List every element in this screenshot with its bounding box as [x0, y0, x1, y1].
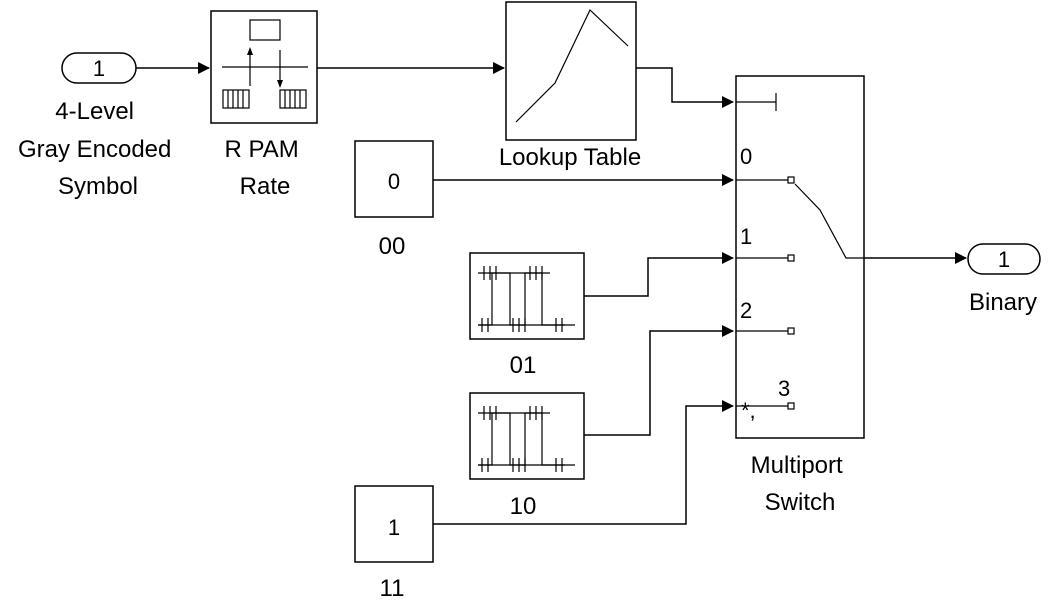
pulse-train-icon: [478, 406, 575, 472]
constant-00-label: 00: [379, 233, 406, 260]
lookup-block-shape: [505, 1, 637, 141]
rate-label: R PAM Rate: [225, 136, 306, 200]
lookup-table-block[interactable]: [505, 1, 637, 141]
inport-number: 1: [93, 56, 105, 81]
wire-lookup-to-switch-control: [636, 67, 734, 108]
constant-11-label: 11: [380, 575, 405, 600]
wire-01-to-switch-port-1: [584, 252, 734, 297]
constant-00-value: 0: [388, 169, 400, 194]
sequence-01-block[interactable]: [469, 252, 585, 340]
outport-number: 1: [998, 247, 1010, 272]
sequence-10-block[interactable]: [469, 392, 585, 480]
lookup-label: Lookup Table: [499, 144, 641, 171]
rate-label-line-2: Rate: [240, 173, 291, 200]
switch-port-label-1: 1: [740, 224, 752, 249]
switch-default-mark: *,: [741, 398, 756, 423]
rate-label-line-1: R PAM: [225, 136, 299, 163]
outport-shape: [967, 243, 1041, 275]
sequence-01-label: 01: [510, 352, 537, 379]
inport-label-line-3: Symbol: [58, 173, 138, 200]
sequence-10-label: 10: [510, 493, 537, 520]
rate-transition-block[interactable]: [210, 10, 318, 124]
switch-label-line-1: Multiport: [751, 452, 843, 479]
constant-11-block[interactable]: 1: [354, 485, 434, 563]
rate-block-icon: [222, 19, 308, 109]
switch-label-line-2: Switch: [765, 489, 836, 516]
sequence-10-shape: [469, 392, 585, 480]
lookup-curve-icon: [515, 8, 629, 123]
wire-10-to-switch-port-2: [584, 325, 734, 436]
switch-port-label-2: 2: [740, 298, 752, 323]
inport-block[interactable]: 1: [61, 52, 137, 84]
switch-label: Multiport Switch: [751, 452, 850, 516]
switch-port-label-0: 0: [740, 144, 752, 169]
wire-11-to-switch-port-3: [433, 400, 734, 525]
inport-label-line-1: 4-Level: [55, 98, 134, 125]
constant-00-block[interactable]: 0: [354, 140, 434, 218]
inport-label-line-2: Gray Encoded: [18, 136, 171, 163]
switch-port-label-3: 3: [778, 376, 790, 401]
constant-00-shape: [354, 140, 434, 218]
pulse-train-icon: [478, 266, 575, 332]
switch-internals: [736, 93, 864, 410]
inport-label: 4-Level Gray Encoded Symbol: [18, 98, 178, 200]
multiport-switch-block[interactable]: 0 1 2 *, 3: [735, 75, 865, 439]
outport-block[interactable]: 1: [967, 243, 1041, 275]
outport-label: Binary: [969, 289, 1037, 316]
sequence-01-shape: [469, 252, 585, 340]
constant-11-value: 1: [388, 515, 400, 540]
switch-shape: [735, 75, 865, 439]
